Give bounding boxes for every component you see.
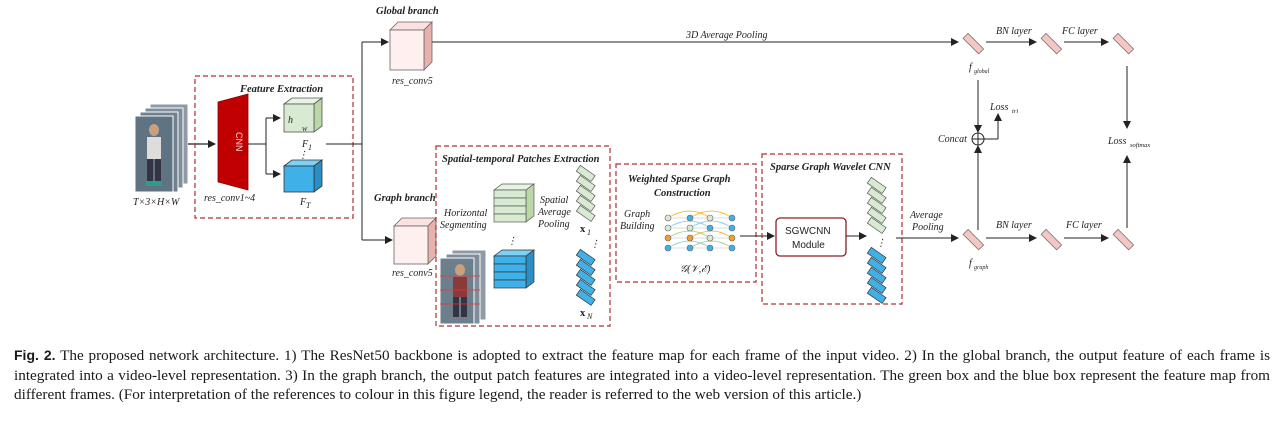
res-conv5-graph-block [393, 217, 437, 265]
graph-construction-title-1: Weighted Sparse Graph [628, 174, 731, 185]
bn-layer-top-label: BN layer [996, 26, 1032, 37]
graph-notation-label: 𝒢(𝒱,ℰ) [680, 264, 711, 275]
building-label: Building [620, 221, 654, 232]
cnn-label: CNN [234, 132, 244, 152]
feature-extraction-title: Feature Extraction [239, 84, 323, 95]
blue-patch-stack [492, 249, 536, 289]
fc-layer-bottom-label: FC layer [1065, 220, 1102, 231]
dots-vertical-2: ⋮ [507, 236, 517, 247]
avg-pooling-label-1: Average [909, 210, 943, 221]
caption-label: Fig. 2. [14, 347, 56, 363]
architecture-diagram: T×3×H×W Feature Extraction CNN res_conv1… [133, 6, 1150, 327]
f-global-sub: global [974, 69, 990, 75]
sgwcnn-module [775, 217, 847, 257]
3d-average-pooling-label: 3D Average Pooling [685, 30, 767, 41]
res-conv5-graph-label: res_conv5 [392, 268, 433, 279]
sgwcnn-box-title: Sparse Graph Wavelet CNN [770, 162, 891, 173]
f1-sub: 1 [308, 143, 312, 152]
loss-softmax-sub: softmax [1130, 142, 1150, 149]
graph-label: Graph [624, 209, 650, 220]
module-label: Module [792, 240, 825, 251]
patch-video-frames [439, 249, 487, 325]
graph-branch-label: Graph branch [374, 193, 436, 204]
f-graph-sub: graph [974, 265, 988, 271]
feature-extraction-box [194, 75, 354, 219]
horizontal-label: Horizontal [443, 208, 488, 219]
patches-extraction-box [435, 145, 611, 327]
w-label: w [302, 124, 308, 133]
input-video-frames [134, 103, 189, 193]
graph-nodes [667, 210, 733, 249]
input-dims-label: T×3×H×W [133, 197, 181, 208]
dots-vertical-1: ⋮ [298, 150, 308, 161]
ft-label: F [299, 197, 307, 208]
f1-label: F [301, 139, 309, 150]
dots-vertical-3: ⋮ [590, 239, 600, 250]
feature-map-green-cube [282, 97, 324, 133]
spatial-label: Spatial [540, 195, 569, 206]
figure-caption: Fig. 2. The proposed network architectur… [14, 346, 1270, 405]
xn-sub: N [586, 312, 593, 321]
f-global-layer [962, 32, 985, 55]
loss-softmax-label: Loss [1107, 136, 1126, 147]
caption-text: The proposed network architecture. 1) Th… [14, 347, 1270, 403]
fc-layer-top-label: FC layer [1061, 26, 1098, 37]
f-global-label: f [969, 62, 973, 73]
loss-tri-sub: tri [1012, 108, 1018, 115]
avg-pooling-label-2: Pooling [911, 222, 944, 233]
feature-map-blue-cube [282, 159, 324, 193]
sgwcnn-box [761, 153, 903, 305]
blue-patch-vectors [575, 248, 596, 306]
fc-layer-bottom [1112, 228, 1135, 251]
bn-layer-top [1040, 32, 1063, 55]
x1-label: x [580, 224, 586, 235]
h-label: h [288, 115, 293, 126]
loss-tri-label: Loss [989, 102, 1008, 113]
average-label: Average [537, 207, 571, 218]
f-graph-label: f [969, 258, 973, 269]
concat-label: Concat [938, 134, 967, 145]
pooling-label: Pooling [537, 219, 570, 230]
global-branch-label: Global branch [376, 6, 439, 17]
x1-sub: 1 [587, 228, 591, 237]
f-graph-layer [962, 228, 985, 251]
segmenting-label: Segmenting [440, 220, 487, 231]
green-patch-stack [492, 183, 536, 223]
sgwcnn-green-vectors [866, 176, 887, 234]
graph-construction-title-2: Construction [654, 188, 711, 199]
res-conv5-global-block [389, 21, 433, 71]
sgwcnn-blue-vectors [866, 246, 887, 304]
bn-layer-bottom [1040, 228, 1063, 251]
ft-sub: T [306, 201, 311, 210]
cnn-block [217, 93, 249, 191]
sgwcnn-label: SGWCNN [785, 226, 831, 237]
res-conv5-global-label: res_conv5 [392, 76, 433, 87]
green-patch-vectors [575, 164, 596, 222]
xn-label: x [580, 308, 586, 319]
fc-layer-top [1112, 32, 1135, 55]
bn-layer-bottom-label: BN layer [996, 220, 1032, 231]
dots-vertical-4: ⋮ [876, 238, 886, 249]
res-conv1-4-label: res_conv1~4 [204, 193, 255, 204]
graph-construction-box [615, 163, 757, 283]
graph-node-dots [664, 214, 736, 252]
patches-extraction-title: Spatial-temporal Patches Extraction [442, 154, 600, 165]
